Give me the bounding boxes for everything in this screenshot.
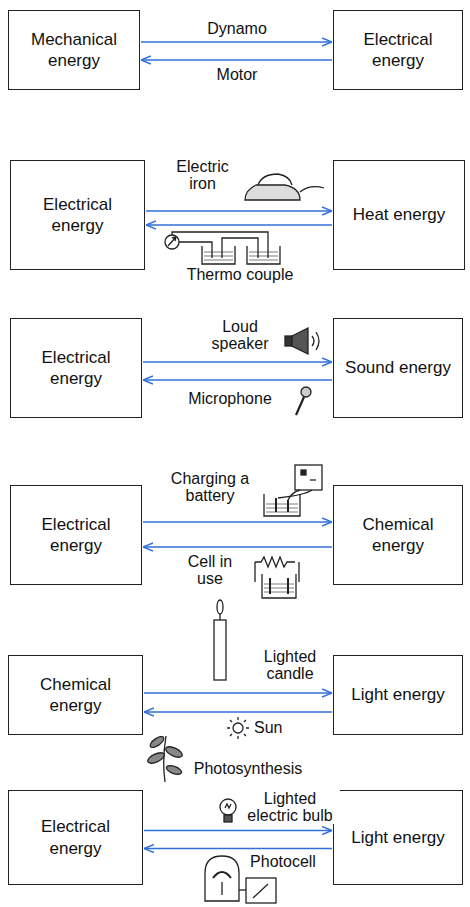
thermocouple-icon xyxy=(165,232,280,264)
conversion-arrow xyxy=(143,361,332,363)
charging-battery-icon xyxy=(264,465,322,516)
energy-box: Electrical energy xyxy=(10,318,142,418)
conversion-arrow xyxy=(144,830,332,832)
plant-icon xyxy=(146,735,184,782)
candle-icon xyxy=(214,600,226,680)
box-label: Electrical energy xyxy=(17,194,138,237)
speaker-icon xyxy=(285,328,319,354)
conversion-arrow xyxy=(146,224,332,226)
energy-box: Electrical energy xyxy=(10,485,142,585)
conversion-arrow xyxy=(144,848,332,850)
conversion-arrow xyxy=(143,546,332,548)
conversion-arrow xyxy=(143,379,332,381)
energy-box: Light energy xyxy=(333,790,463,885)
device-label: Loud speaker xyxy=(200,318,280,352)
box-label: Mechanical energy xyxy=(15,29,133,72)
box-label: Light energy xyxy=(351,684,445,705)
device-label: Thermo couple xyxy=(175,266,305,283)
energy-box: Electrical energy xyxy=(10,160,145,270)
cell-in-use-icon xyxy=(255,557,299,598)
conversion-arrow xyxy=(144,711,332,713)
energy-box: Electrical energy xyxy=(8,790,143,885)
energy-box: Heat energy xyxy=(333,160,465,270)
device-label: Lighted candle xyxy=(250,648,330,682)
device-label: Motor xyxy=(187,66,287,83)
device-label: Microphone xyxy=(175,390,285,407)
device-label: Lighted electric bulb xyxy=(240,790,340,824)
energy-box: Electrical energy xyxy=(333,10,463,90)
conversion-arrow xyxy=(141,41,332,43)
conversion-arrow xyxy=(143,521,332,523)
box-label: Electrical energy xyxy=(15,816,136,859)
box-label: Electrical energy xyxy=(340,29,456,72)
energy-box: Chemical energy xyxy=(333,485,463,585)
bulb-icon xyxy=(220,799,236,822)
energy-box: Chemical energy xyxy=(8,655,143,735)
box-label: Electrical energy xyxy=(17,514,135,557)
device-label: Charging a battery xyxy=(165,470,255,504)
box-label: Chemical energy xyxy=(15,674,136,717)
conversion-arrow xyxy=(146,210,332,212)
source-label: Sun xyxy=(254,719,294,736)
device-label: Cell in use xyxy=(180,553,240,587)
sun-icon xyxy=(227,717,249,739)
iron-icon xyxy=(245,174,324,200)
device-label: Electric iron xyxy=(165,158,240,192)
device-label: Dynamo xyxy=(187,20,287,37)
device-label: Photocell xyxy=(243,853,323,870)
energy-box: Sound energy xyxy=(333,318,463,418)
energy-box: Light energy xyxy=(333,655,463,735)
box-label: Sound energy xyxy=(345,357,451,378)
box-label: Chemical energy xyxy=(340,514,456,557)
device-label: Photosynthesis xyxy=(183,760,313,777)
box-label: Heat energy xyxy=(353,204,446,225)
conversion-arrow xyxy=(141,59,332,61)
microphone-icon xyxy=(296,387,311,415)
box-label: Electrical energy xyxy=(17,347,135,390)
energy-box: Mechanical energy xyxy=(8,10,140,90)
box-label: Light energy xyxy=(351,827,445,848)
conversion-arrow xyxy=(144,692,332,694)
